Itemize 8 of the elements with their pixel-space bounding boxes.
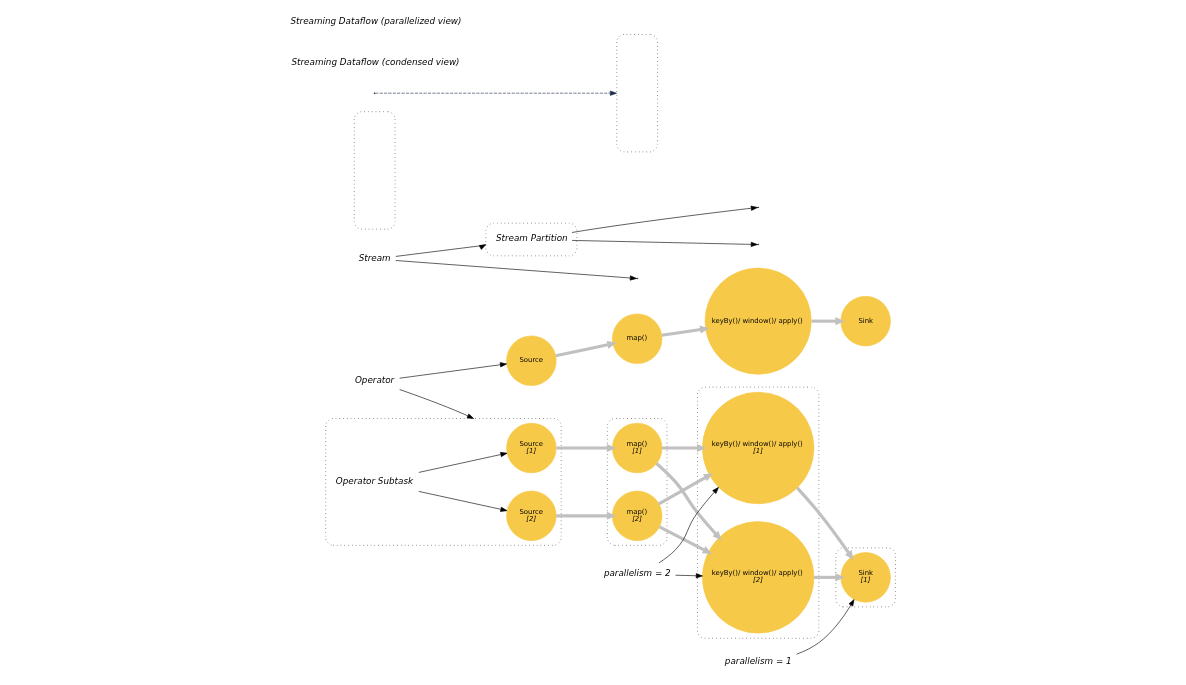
node-text: Operator bbox=[354, 375, 395, 386]
node-text: Stream bbox=[358, 252, 391, 263]
node-text: Operator Subtask bbox=[335, 475, 414, 486]
label: Streaming Dataflow (parallelized view) bbox=[290, 15, 462, 26]
node-text: parallelism = 1 bbox=[724, 656, 792, 667]
node-text: Stream Partition bbox=[495, 233, 568, 244]
label: Streaming Dataflow (condensed view) bbox=[291, 56, 460, 67]
node-text: parallelism = 2 bbox=[603, 567, 671, 578]
